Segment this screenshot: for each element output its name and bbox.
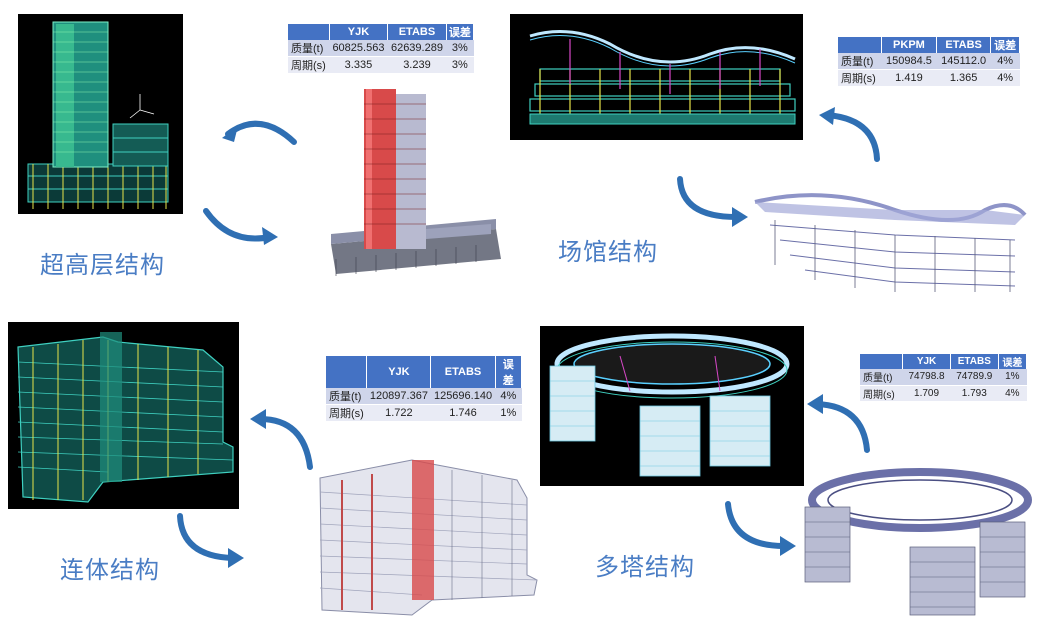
highrise-yjk-model-drawing	[27, 21, 169, 209]
table-cell: 周期(s)	[860, 385, 903, 402]
multitower-etabs-model-drawing	[804, 468, 1032, 616]
multitower-caption: 多塔结构	[595, 553, 695, 581]
connected-caption: 连体结构	[60, 556, 160, 584]
table-row: 质量(t) 120897.367 125696.140 4%	[326, 388, 522, 405]
table-cell: 4%	[990, 69, 1020, 87]
table-cell: 质量(t)	[838, 53, 882, 70]
stadium-caption: 场馆结构	[558, 238, 658, 266]
table-header-cell	[838, 37, 882, 53]
table-row: 质量(t) 150984.5 145112.0 4%	[838, 53, 1020, 70]
table-cell: 质量(t)	[860, 369, 903, 386]
stadium-etabs-model-view	[745, 180, 1030, 300]
table-cell: 1.793	[950, 385, 999, 402]
table-cell: 120897.367	[366, 388, 431, 405]
table-header-cell: YJK	[902, 354, 951, 369]
multitower-comparison-table: YJK ETABS 误差 质量(t) 74798.8 74789.9 1% 周期…	[860, 354, 1028, 402]
table-cell: 1.365	[936, 69, 991, 87]
stadium-pkpm-model-view	[510, 14, 803, 140]
table-row: 周期(s) 1.419 1.365 4%	[838, 69, 1020, 87]
highrise-etabs-model-drawing	[331, 89, 501, 276]
curved-arrow-icon	[807, 394, 870, 453]
table-header-cell: PKPM	[881, 37, 938, 53]
table-cell: 74789.9	[950, 369, 999, 386]
curved-arrow-icon	[677, 176, 748, 227]
stadium-pkpm-model-drawing	[529, 30, 796, 125]
table-header-cell	[288, 24, 330, 40]
curved-arrow-icon	[819, 107, 880, 162]
stadium-comparison-table: PKPM ETABS 误差 质量(t) 150984.5 145112.0 4%…	[838, 37, 1020, 87]
multitower-etabs-model-view	[800, 462, 1032, 620]
multitower-yjk-model-view	[540, 326, 804, 486]
table-header-cell	[860, 354, 904, 369]
curved-arrow-icon	[250, 409, 313, 470]
table-cell: 125696.140	[430, 388, 496, 405]
table-cell: 质量(t)	[326, 388, 367, 405]
stadium-etabs-model-drawing	[754, 193, 1027, 292]
highrise-comparison-table: YJK ETABS 误差 质量(t) 60825.563 62639.289 3…	[288, 24, 475, 74]
curved-arrow-icon	[177, 513, 244, 568]
table-cell: 145112.0	[936, 53, 991, 70]
curved-arrow-icon	[222, 120, 297, 145]
table-cell: 150984.5	[881, 53, 937, 70]
table-row: 质量(t) 60825.563 62639.289 3%	[288, 40, 474, 57]
table-header-cell: ETABS	[430, 356, 496, 388]
table-header-cell: 误差	[990, 37, 1020, 53]
connected-etabs-model-drawing	[319, 459, 538, 616]
table-header-cell: 误差	[495, 356, 523, 388]
connected-yjk-model-drawing	[17, 332, 234, 503]
table-header-cell: 误差	[998, 354, 1028, 369]
table-header-cell: ETABS	[936, 37, 992, 53]
table-cell: 1.419	[881, 69, 937, 87]
table-cell: 4%	[495, 388, 522, 405]
connected-yjk-model-view	[8, 322, 239, 509]
table-cell: 3%	[446, 56, 474, 74]
table-cell: 3%	[446, 40, 474, 57]
table-cell: 1%	[998, 369, 1027, 386]
table-cell: 周期(s)	[288, 56, 330, 74]
table-cell: 质量(t)	[288, 40, 330, 57]
table-header-cell: ETABS	[387, 24, 447, 40]
table-row: 周期(s) 3.335 3.239 3%	[288, 56, 474, 74]
table-row: 质量(t) 74798.8 74789.9 1%	[860, 369, 1027, 386]
table-row: 周期(s) 1.709 1.793 4%	[860, 385, 1027, 402]
table-cell: 周期(s)	[838, 69, 882, 87]
table-header-cell	[326, 356, 368, 388]
table-header-cell: YJK	[329, 24, 389, 40]
table-cell: 60825.563	[329, 40, 388, 57]
highrise-caption: 超高层结构	[40, 251, 165, 279]
table-header-cell: YJK	[366, 356, 432, 388]
table-cell: 1.722	[366, 404, 431, 422]
table-header-cell: 误差	[446, 24, 475, 40]
highrise-yjk-model-view	[18, 14, 183, 214]
table-cell: 62639.289	[387, 40, 447, 57]
table-header-cell: ETABS	[950, 354, 999, 369]
table-cell: 1.746	[430, 404, 496, 422]
multitower-yjk-model-drawing	[549, 333, 790, 477]
curved-arrow-icon	[203, 208, 278, 245]
highrise-etabs-model-view	[326, 84, 506, 280]
connected-etabs-model-view	[312, 450, 544, 616]
curved-arrow-icon	[725, 501, 796, 556]
table-cell: 74798.8	[902, 369, 951, 386]
table-cell: 周期(s)	[326, 404, 367, 422]
connected-comparison-table: YJK ETABS 误差 质量(t) 120897.367 125696.140…	[326, 356, 523, 422]
table-row: 周期(s) 1.722 1.746 1%	[326, 404, 522, 422]
table-cell: 3.335	[329, 56, 388, 74]
table-cell: 4%	[998, 385, 1027, 402]
table-cell: 3.239	[387, 56, 447, 74]
table-cell: 1.709	[902, 385, 951, 402]
table-cell: 1%	[495, 404, 522, 422]
table-cell: 4%	[990, 53, 1020, 70]
